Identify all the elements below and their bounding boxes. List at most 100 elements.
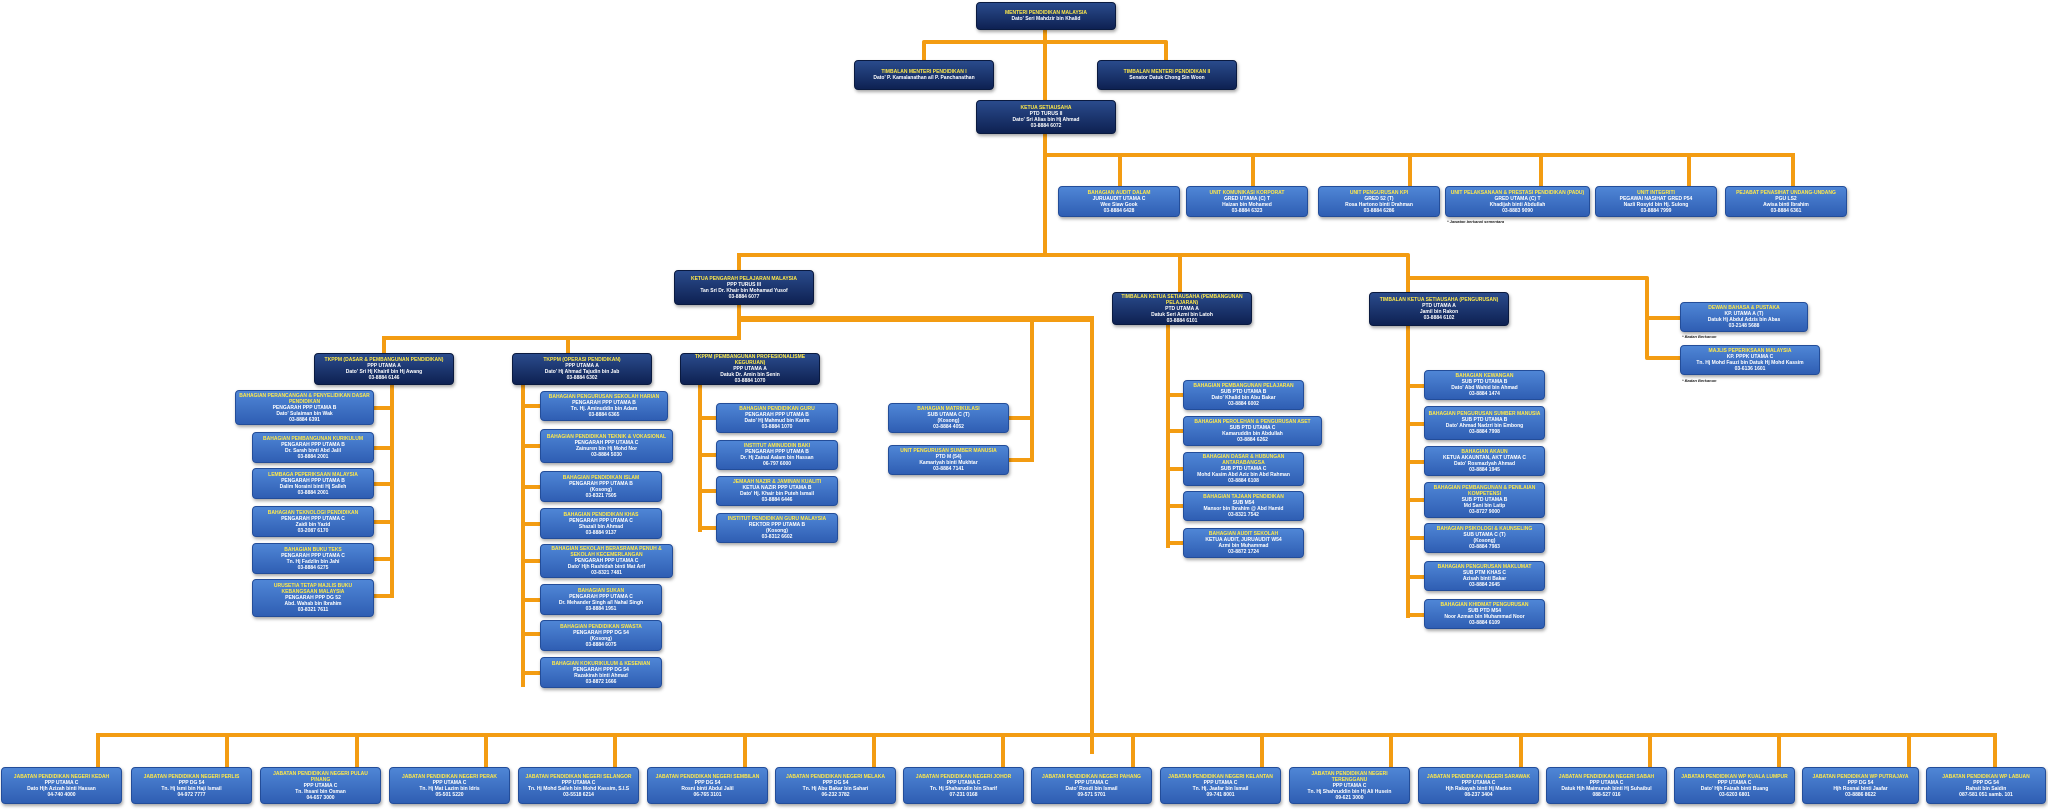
box-line: PENGARAH PPP UTAMA B: [745, 412, 809, 418]
box-line: PPP UTAMA C: [1074, 779, 1109, 786]
box-title: MAJLIS PEPERIKSAAN MALAYSIA: [1708, 348, 1792, 354]
box-line: GRED UTAMA (C) T: [1494, 195, 1541, 202]
box-line: Shazali bin Ahmad: [578, 523, 624, 530]
box-line: Tn. Hj Mohd Salleh bin Mohd Kassim, S.I.…: [527, 785, 630, 792]
box-line: Kamaruddin bin Abdullah: [1222, 431, 1283, 437]
box-line: Dato' Seri Mahdzir bin Khalid: [1011, 16, 1081, 22]
box-line: Dato' Hjh Faizah binti Buang: [1700, 785, 1769, 792]
box-line: Md Sani bin Latip: [1463, 503, 1506, 509]
box-line: 06-797 6000: [762, 461, 792, 467]
box-title: JEMAAH NAZIR & JAMINAN KUALITI: [732, 479, 822, 485]
box-title: UNIT PELAKSANAAN & PRESTASI PENDIDIKAN (…: [1450, 189, 1585, 196]
box-line: 03-8883 9090: [1502, 207, 1533, 214]
box-line: PPP DG 54: [1847, 779, 1874, 786]
box-title: JABATAN PENDIDIKAN NEGERI JOHOR: [915, 773, 1012, 780]
box-line: Tn. Hj Ismi bin Haji Ismail: [161, 785, 222, 792]
box-line: PENGARAH PPP UTAMA C: [574, 558, 639, 564]
box-line: Haizan bin Mohamed: [1222, 201, 1272, 208]
box-title: JABATAN PENDIDIKAN WP LABUAN: [1942, 773, 2030, 780]
box-title: JABATAN PENDIDIKAN NEGERI SELANGOR: [525, 773, 632, 780]
box-line: 03-8884 6428: [1103, 207, 1135, 214]
box-title: JABATAN PENDIDIKAN NEGERI PERAK: [401, 773, 498, 780]
tkppm-professionalism-box: TKPPM (PEMBANGUNAN PROFESIONALISME KEGUR…: [680, 353, 820, 385]
box-title: BAHAGIAN AUDIT SEKOLAH: [1208, 531, 1279, 537]
box-line: Dato' Sri Alias bin Hj Ahmad: [1012, 117, 1080, 123]
box-line: Dato' Hj Mahmud bin Karim: [744, 418, 810, 424]
box-line: Tn. Hj Fadzlin bin Jahi: [286, 558, 340, 565]
box-title: JABATAN PENDIDIKAN NEGERI PAHANG: [1042, 773, 1141, 780]
box-line: PENGARAH PPP UTAMA B: [272, 404, 337, 411]
box-line: Tn. Hj Shahruddin bin Hj Ali Husein: [1307, 788, 1392, 795]
box-line: PPP UTAMA A: [565, 363, 599, 369]
box-line: Dr. Hj Zainal Aalam bin Hassan: [740, 455, 814, 461]
box-line: KETUA NAZIR PPP UTAMA B: [742, 485, 812, 491]
box-title: BAHAGIAN BUKU TEKS: [284, 546, 342, 553]
box-line: SUB PTD M54: [1467, 608, 1502, 614]
box-line: (Kosong): [766, 528, 788, 534]
box-line: Razakirah binti Ahmad: [574, 672, 628, 679]
box-title: UNIT INTEGRITI: [1637, 189, 1675, 196]
box-line: 03-6136 1601: [1734, 366, 1766, 372]
box-line: PPP UTAMA C: [432, 779, 467, 786]
box-line: 04-657 3000: [306, 794, 335, 801]
box-line: 088-527 016: [1592, 791, 1621, 798]
box-line: PENGARAH PPP UTAMA C: [569, 593, 633, 600]
box-title: BAHAGIAN PENDIDIKAN TEKNIK & VOKASIONAL: [546, 434, 667, 440]
box-title: TIMBALAN KETUA SETIAUSAHA (PENGURUSAN): [1379, 297, 1499, 303]
box-line: Wee Siaw Gook: [1100, 201, 1138, 208]
box-line: PENGARAH PPP UTAMA C: [569, 517, 633, 524]
box-line: 087-581 051 samb. 101: [1959, 791, 2013, 798]
box-title: TKPPM (DASAR & PEMBANGUNAN PENDIDIKAN): [324, 357, 444, 363]
box-line: Dr. Sarah binti Abd Jalil: [285, 447, 341, 454]
box-line: SUB PTD UTAMA B: [1461, 497, 1508, 503]
box-line: Dato' Hjh Rashidah binti Mat Arif: [567, 564, 646, 570]
box-line: 03-5518 6214: [563, 791, 594, 798]
box-line: Azisah binti Bakar: [1462, 576, 1507, 582]
box-line: REKTOR PPP UTAMA B: [748, 522, 806, 528]
box-line: JURUAUDIT UTAMA C: [1092, 195, 1146, 202]
box-line: SUB UTAMA C (T): [927, 412, 970, 418]
box-title: BAHAGIAN PENGURUSAN SUMBER MANUSIA: [1428, 411, 1541, 417]
box-title: BAHAGIAN KOKURIKULUM & KESENIAN: [551, 660, 651, 667]
box-line: Senator Datuk Chong Sin Woon: [1129, 75, 1205, 81]
box-line: KP. UTAMA A (T): [1724, 311, 1764, 317]
box-title: JABATAN PENDIDIKAN NEGERI PULAU PINANG: [273, 770, 368, 783]
box-line: 04-972 7777: [177, 791, 206, 798]
box-line: PENGARAH PPP UTAMA C: [281, 515, 345, 522]
box-title: MENTERI PENDIDIKAN MALAYSIA: [1004, 10, 1088, 16]
box-title: BAHAGIAN PENGURUSAN MAKLUMAT: [1437, 564, 1532, 570]
box-title: TIMBALAN MENTERI PENDIDIKAN I: [881, 69, 967, 75]
box-line: 03-8884 6446: [761, 497, 793, 503]
box-title: BAHAGIAN PENDIDIKAN GURU: [739, 406, 815, 412]
box-title: BAHAGIAN TEKNOLOGI PENDIDIKAN: [267, 509, 359, 516]
box-line: 03-8884 1070: [761, 424, 793, 430]
box-title: TIMBALAN MENTERI PENDIDIKAN II: [1123, 69, 1211, 75]
box-line: PPP DG 54: [178, 779, 205, 786]
box-line: SUB M54: [1232, 500, 1255, 506]
box-line: 03-8884 2001: [297, 489, 329, 496]
box-line: SUB PTD UTAMA B: [1461, 417, 1508, 423]
box-line: 03-8884 6072: [1030, 123, 1062, 129]
box-title: BAHAGIAN AUDIT DALAM: [1087, 189, 1151, 196]
box-line: Noor Azman bin Muhammad Noor: [1444, 614, 1525, 620]
box-line: 03-8884 6102: [1423, 315, 1455, 321]
box-line: KETUA AKAUNTAN, AKT UTAMA C: [1443, 455, 1526, 461]
